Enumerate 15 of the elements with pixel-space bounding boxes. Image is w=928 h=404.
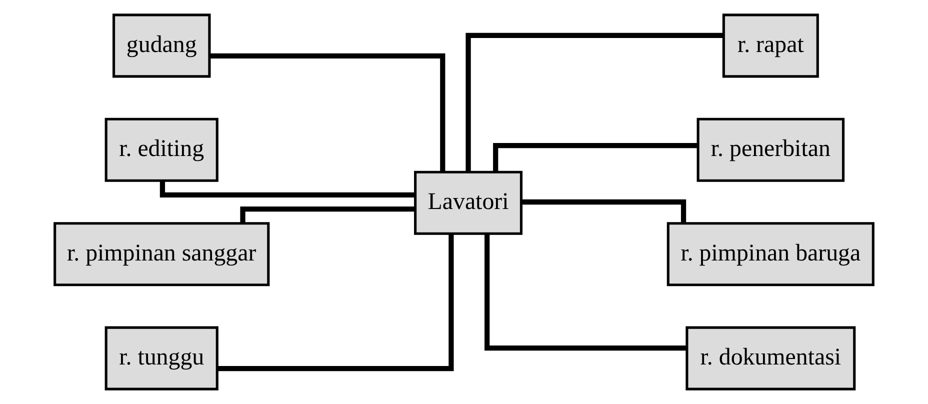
connector xyxy=(160,180,415,198)
node-box: Lavatori xyxy=(414,170,523,235)
node-box: r. pimpinan sanggar xyxy=(54,222,270,286)
connector xyxy=(210,53,446,172)
connector xyxy=(240,206,415,224)
connector xyxy=(217,234,454,372)
connector xyxy=(484,234,686,351)
node-box: r. tunggu xyxy=(104,326,218,390)
node-box: r. editing xyxy=(104,118,218,182)
connector xyxy=(466,32,724,172)
node-box: r. pimpinan baruga xyxy=(666,222,874,286)
node-box: gudang xyxy=(112,14,211,78)
node-box: r. penerbitan xyxy=(696,118,845,182)
node-box: r. dokumentasi xyxy=(686,326,856,390)
node-box: r. rapat xyxy=(722,14,819,78)
